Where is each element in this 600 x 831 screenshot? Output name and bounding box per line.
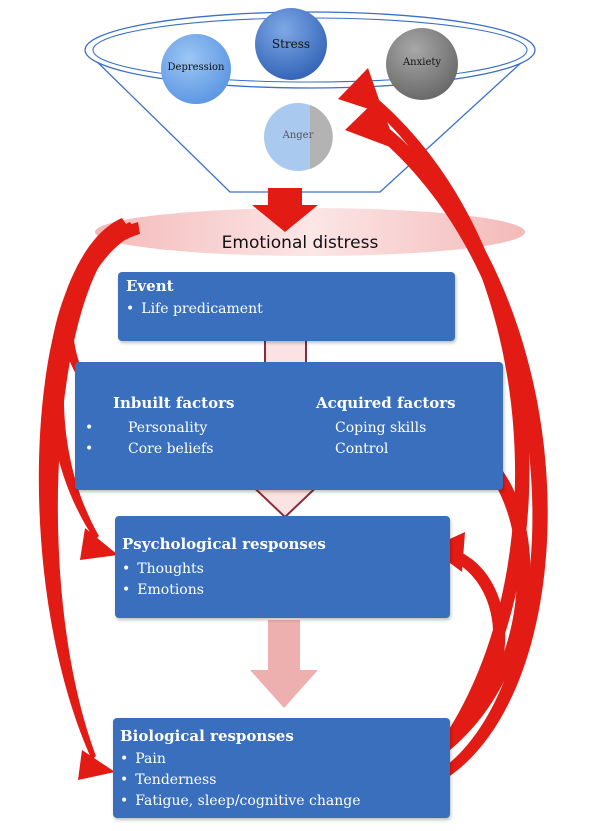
- biological-item-pain: Pain: [120, 749, 450, 770]
- inbuilt-bullet-1: •: [85, 420, 94, 436]
- event-title: Event: [126, 277, 174, 295]
- flow-arrow-lower: [250, 620, 318, 708]
- inbuilt-item-personality: Personality: [128, 420, 208, 436]
- acquired-item-coping-skills: Coping skills: [335, 420, 427, 436]
- psychological-item-emotions: Emotions: [122, 580, 450, 601]
- biological-item-tenderness: Tenderness: [120, 770, 450, 791]
- stress-circle: [255, 8, 327, 80]
- psychological-title: Psychological responses: [122, 535, 326, 553]
- anger-circle: [264, 103, 333, 171]
- acquired-item-control: Control: [335, 441, 389, 457]
- arrowhead-psychological: [80, 528, 118, 560]
- anger-label: Anger: [282, 130, 314, 141]
- anxiety-label: Anxiety: [402, 57, 442, 68]
- biological-box: Biological responses Pain Tenderness Fat…: [113, 718, 450, 818]
- emotional-distress-band: [95, 208, 525, 256]
- arrowhead-anxiety: [338, 68, 384, 114]
- biological-item-fatigue: Fatigue, sleep/cognitive change: [120, 791, 450, 812]
- inbuilt-bullet-2: •: [85, 441, 94, 457]
- biological-title: Biological responses: [120, 727, 294, 745]
- funnel-to-distress-arrow: [252, 188, 318, 232]
- event-item: Life predicament: [126, 299, 455, 320]
- depression-label: Depression: [167, 62, 225, 73]
- inbuilt-item-core-beliefs: Core beliefs: [128, 441, 214, 457]
- factors-box: Inbuilt factors • Personality • Core bel…: [75, 362, 503, 490]
- event-box: Event Life predicament: [118, 272, 455, 341]
- inbuilt-factors-title: Inbuilt factors: [113, 394, 235, 412]
- psychological-box: Psychological responses Thoughts Emotion…: [115, 516, 450, 618]
- anxiety-circle: [386, 28, 458, 100]
- psychological-item-thoughts: Thoughts: [122, 559, 450, 580]
- stress-label: Stress: [271, 37, 311, 51]
- arrowhead-anger: [345, 98, 398, 150]
- arrowhead-biological: [78, 750, 115, 780]
- acquired-factors-title: Acquired factors: [316, 394, 456, 412]
- emotional-distress-title: Emotional distress: [221, 233, 379, 253]
- depression-circle: [161, 34, 231, 104]
